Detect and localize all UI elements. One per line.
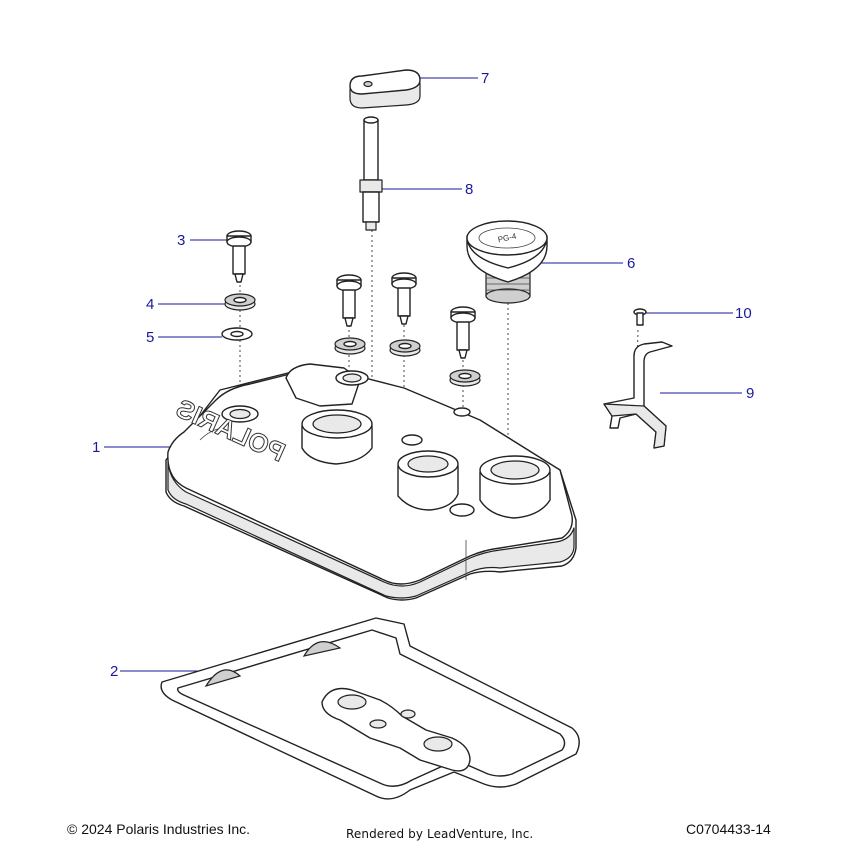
cap-marking: PG-4	[497, 232, 518, 245]
cover-bolts	[336, 272, 476, 359]
callout-2[interactable]: 2	[110, 663, 119, 680]
part-3-bolt	[226, 230, 252, 283]
part-5-washer	[221, 327, 253, 341]
copyright-text: © 2024 Polaris Industries Inc.	[67, 821, 251, 837]
cover-grommets	[334, 337, 481, 387]
callout-8[interactable]: 8	[465, 181, 474, 198]
part-9-bracket	[603, 341, 673, 449]
diagram-code: C0704433-14	[686, 821, 771, 837]
callout-4[interactable]: 4	[146, 296, 155, 313]
callout-6[interactable]: 6	[627, 255, 636, 272]
part-6-oil-filler-cap: PG-4	[466, 220, 548, 304]
part-1-valve-cover: POLARIS	[165, 363, 577, 601]
callout-9[interactable]: 9	[746, 385, 755, 402]
callout-7[interactable]: 7	[481, 70, 490, 87]
callout-3[interactable]: 3	[177, 232, 186, 249]
callout-1[interactable]: 1	[92, 439, 101, 456]
callout-10[interactable]: 10	[735, 305, 752, 322]
part-7-cap-lever	[349, 69, 421, 109]
rendered-by-text: Rendered by LeadVenture, Inc.	[346, 827, 534, 841]
part-10-screw	[633, 308, 647, 326]
part-4-grommet	[224, 293, 256, 311]
callout-5[interactable]: 5	[146, 329, 155, 346]
part-2-gasket	[160, 617, 580, 800]
part-8-breather-tube	[359, 116, 383, 231]
